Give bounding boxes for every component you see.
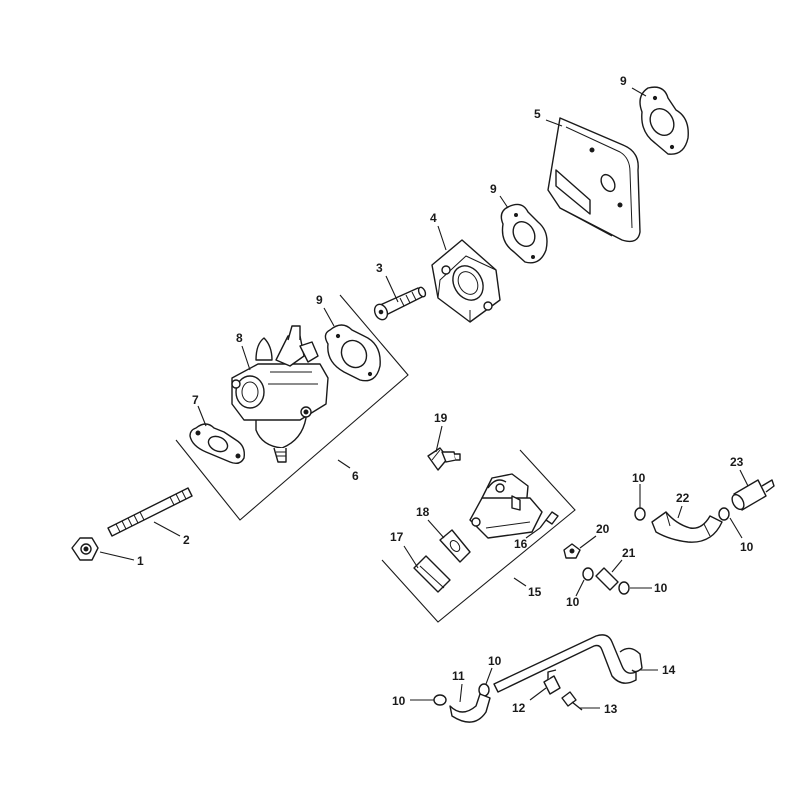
screw-16 — [539, 511, 559, 529]
callout-10-b: 10 — [740, 540, 754, 554]
fuel-line-14 — [493, 634, 643, 693]
intake-spacer-block — [431, 239, 501, 323]
callout-labels: 1 2 3 4 5 6 7 8 9 9 9 10 10 10 10 10 10 … — [137, 74, 754, 716]
leader-lines — [99, 87, 749, 709]
gasket-9-middle — [500, 203, 548, 264]
gasket-9-top — [639, 86, 689, 155]
callout-8: 8 — [236, 331, 243, 345]
fitting-20 — [563, 543, 581, 559]
screw-13 — [561, 691, 583, 711]
callout-9-middle: 9 — [490, 182, 497, 196]
tube-21 — [595, 567, 619, 591]
fuel-pump-assembly-bracket — [381, 449, 576, 623]
stud-2 — [107, 487, 193, 537]
callout-16: 16 — [514, 537, 528, 551]
callout-18: 18 — [416, 505, 430, 519]
callout-9-lower: 9 — [316, 293, 323, 307]
callout-2: 2 — [183, 533, 190, 547]
heat-shield-plate — [547, 117, 641, 243]
nut-1 — [71, 537, 99, 561]
callout-3: 3 — [376, 261, 383, 275]
callout-9-top: 9 — [620, 74, 627, 88]
callout-6: 6 — [352, 469, 359, 483]
callout-10-d: 10 — [654, 581, 668, 595]
callout-11: 11 — [452, 669, 465, 683]
callout-23: 23 — [730, 455, 744, 469]
diaphragm-17 — [413, 555, 451, 593]
gasket-9-lower — [324, 324, 381, 382]
elbow-fitting-19 — [427, 447, 461, 471]
gasket-7 — [189, 423, 246, 465]
callout-10-e: 10 — [392, 694, 406, 708]
callout-12: 12 — [512, 701, 526, 715]
callout-10-f: 10 — [488, 654, 502, 668]
clamp-10-c — [582, 567, 594, 581]
callout-14: 14 — [662, 663, 676, 677]
callout-4: 4 — [430, 211, 437, 225]
clip-12 — [543, 669, 561, 695]
elbow-hose-11 — [449, 693, 491, 723]
callout-17: 17 — [390, 530, 404, 544]
callout-10-c: 10 — [566, 595, 580, 609]
callout-13: 13 — [604, 702, 618, 716]
callout-21: 21 — [622, 546, 636, 560]
fuel-filter-23 — [731, 479, 775, 511]
clamp-10-e — [433, 694, 447, 706]
carburetor-assembly-bracket — [175, 294, 409, 521]
callout-10-a: 10 — [632, 471, 646, 485]
callout-19: 19 — [434, 411, 448, 425]
callout-22: 22 — [676, 491, 690, 505]
callout-20: 20 — [596, 522, 610, 536]
fuel-line-22 — [651, 511, 723, 543]
carburetor — [231, 325, 329, 463]
callout-15: 15 — [528, 585, 542, 599]
callout-7: 7 — [192, 393, 199, 407]
clamp-10-b — [718, 507, 730, 521]
callout-5: 5 — [534, 107, 541, 121]
clamp-10-d — [618, 581, 630, 595]
clamp-10-a — [634, 507, 646, 521]
bolt-3 — [373, 286, 427, 321]
gasket-18 — [439, 529, 471, 563]
fuel-pump — [469, 473, 543, 539]
callout-1: 1 — [137, 554, 144, 568]
